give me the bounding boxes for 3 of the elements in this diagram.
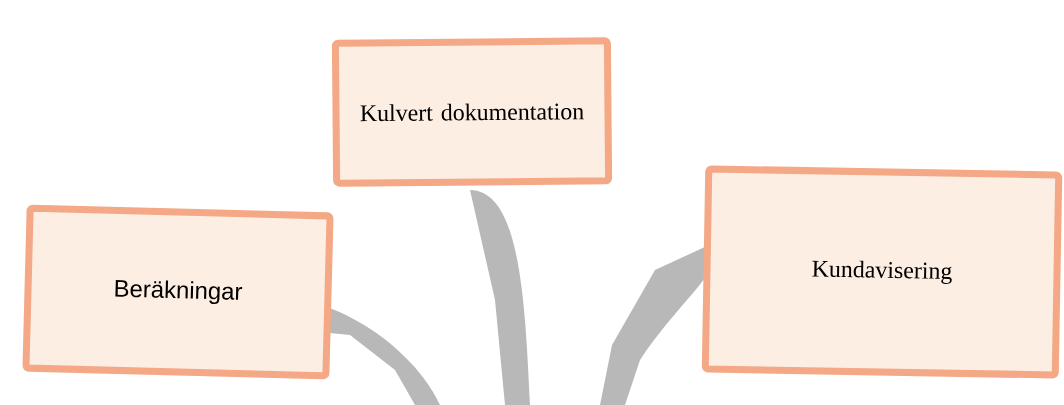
text-box: Beräkningar xyxy=(22,204,334,380)
text-box: Kulvert dokumentation xyxy=(331,37,613,187)
text-box: Kundavisering xyxy=(701,165,1063,379)
